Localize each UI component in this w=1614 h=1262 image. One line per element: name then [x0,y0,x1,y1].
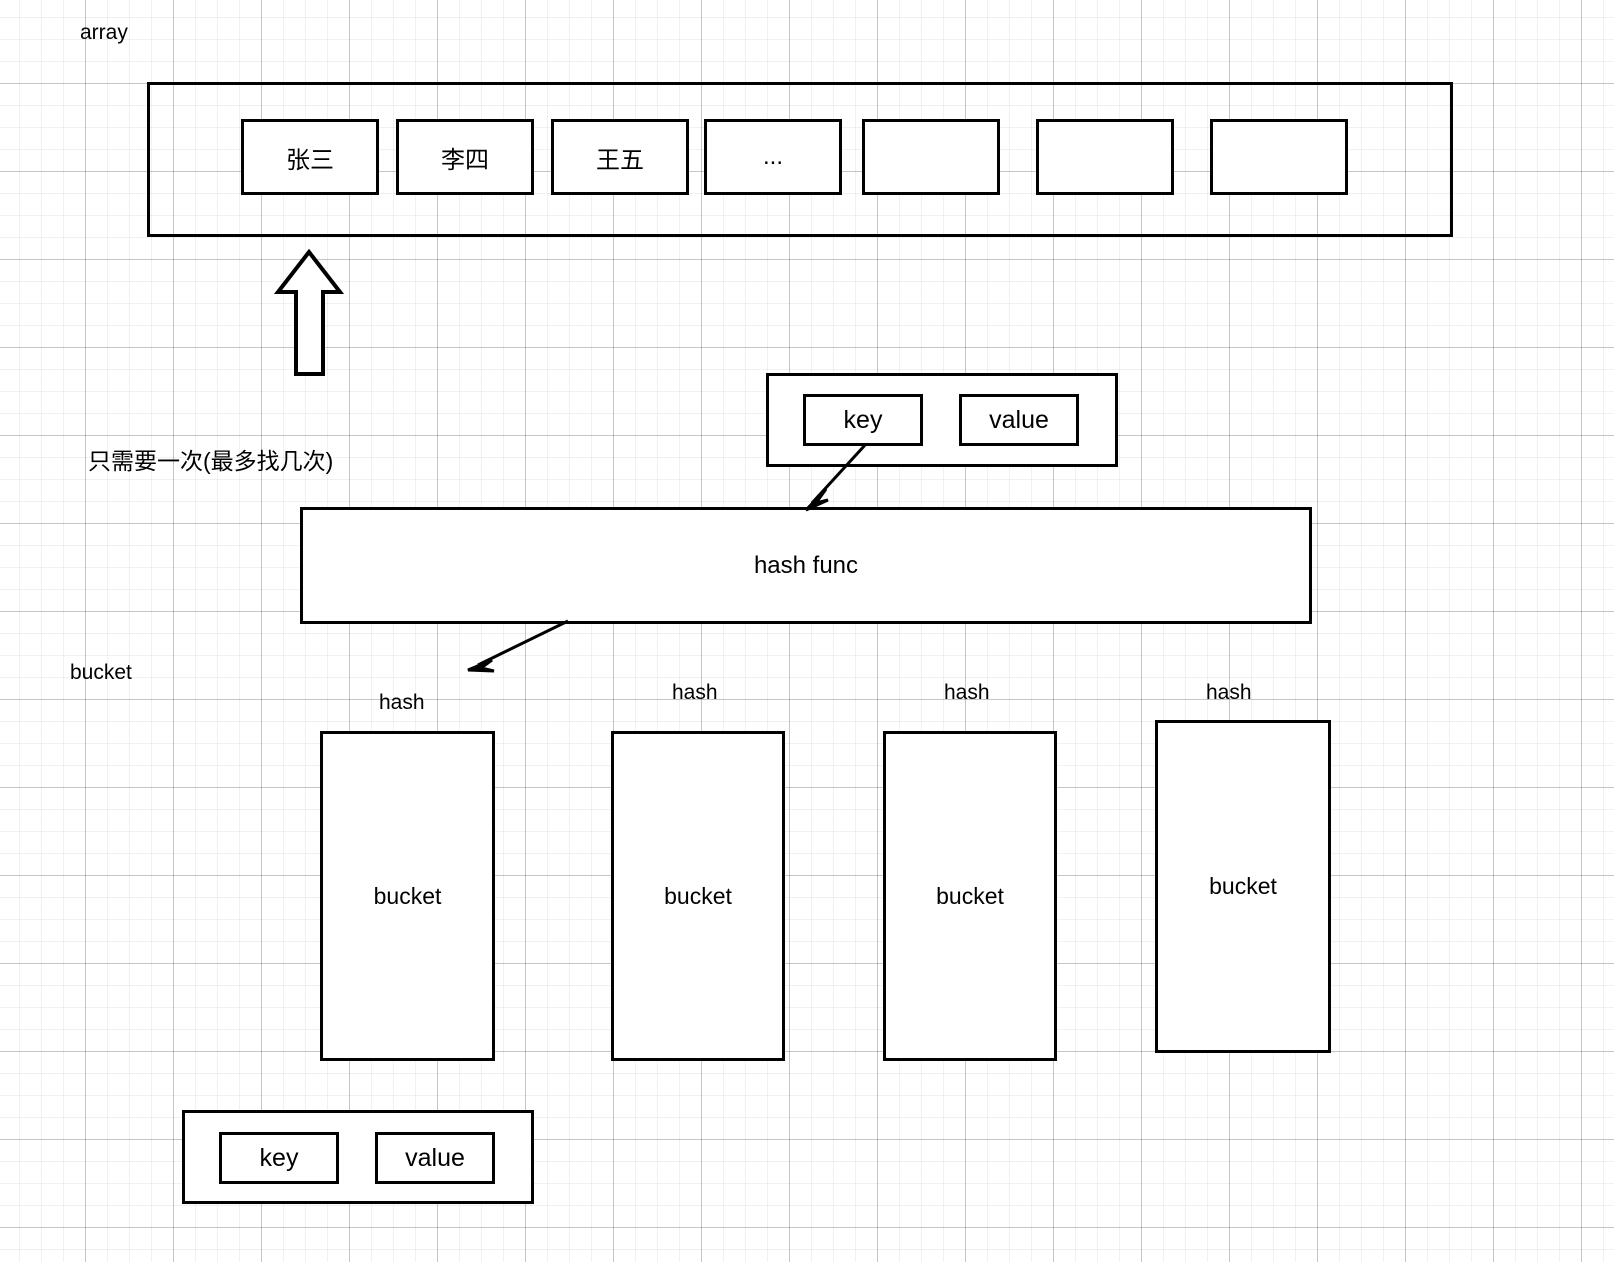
array-cell-3[interactable]: ... [704,119,842,195]
array-cell-text: 王五 [596,146,644,174]
bucket-hash-label-1: hash [672,681,718,704]
kv-top-value[interactable]: value [959,394,1079,446]
array-cell-6[interactable] [1210,119,1348,195]
kv-bottom-key[interactable]: key [219,1132,339,1184]
block-up-arrow-icon [273,248,345,376]
hash-func-label: hash func [753,551,859,579]
array-cell-2[interactable]: 王五 [551,119,689,195]
array-cell-0[interactable]: 张三 [241,119,379,195]
bucket-box-0[interactable]: bucket [320,731,495,1061]
hash-func-box[interactable]: hash func [300,507,1312,624]
bucket-label: bucket [373,882,442,909]
array-cell-text: 张三 [286,146,334,174]
bucket-box-1[interactable]: bucket [611,731,785,1061]
bucket-group-label: bucket [70,661,132,684]
kv-top-key-label: key [843,405,883,434]
bucket-label: bucket [664,882,732,909]
kv-bottom-value[interactable]: value [375,1132,495,1184]
bucket-box-3[interactable]: bucket [1155,720,1331,1053]
array-cell-4[interactable] [862,119,1000,195]
bucket-hash-label-3: hash [1206,681,1252,704]
bucket-hash-label-2: hash [944,681,990,704]
bucket-label: bucket [1209,873,1277,899]
array-cell-5[interactable] [1036,119,1174,195]
array-cell-1[interactable]: 李四 [396,119,534,195]
bucket-label: bucket [936,882,1004,909]
bucket-hash-label-0: hash [379,691,425,714]
kv-bottom-value-label: value [405,1143,465,1172]
bucket-box-2[interactable]: bucket [883,731,1057,1061]
array-cell-text: 李四 [441,146,489,174]
kv-top-value-label: value [989,405,1049,434]
note-label: 只需要一次(最多找几次) [88,448,334,474]
arrow-hashfunc-to-bucket [467,619,569,673]
array-cell-text: ... [762,143,783,170]
array-label: array [80,21,128,44]
kv-bottom-key-label: key [259,1143,299,1172]
kv-top-key[interactable]: key [803,394,923,446]
array-container [147,82,1453,237]
